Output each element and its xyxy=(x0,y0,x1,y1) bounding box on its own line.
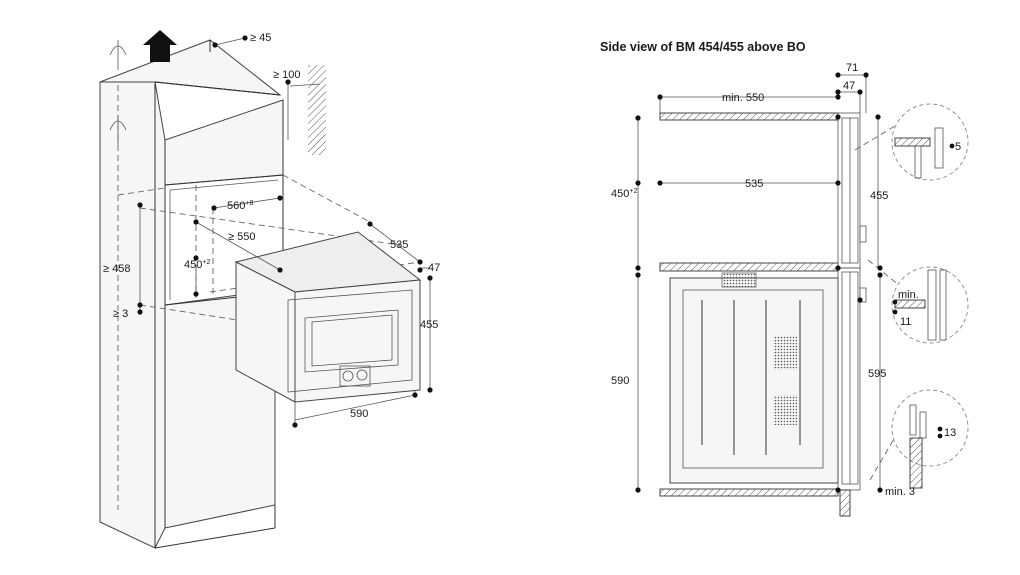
left-dimension-lines xyxy=(139,37,431,425)
dim-top-appliance-height: 455 xyxy=(870,190,888,202)
detail-callouts xyxy=(891,103,969,489)
top-shelf xyxy=(659,112,839,121)
dim-top-clearance: ≥ 45 xyxy=(250,32,271,44)
dim-bottom-appliance-height: 590 xyxy=(611,375,629,387)
lower-appliance xyxy=(669,267,867,517)
dim-front-panel: 47 xyxy=(843,80,855,92)
right-side-view-diagram: Side view of BM 454/455 above BO xyxy=(600,40,969,517)
dim-appliance-height: 455 xyxy=(420,319,438,331)
middle-shelf xyxy=(659,262,839,272)
dim-inner-depth: 535 xyxy=(745,178,763,190)
dim-front-total: 71 xyxy=(846,62,858,74)
dim-appliance-depth: 535 xyxy=(390,239,408,251)
appliance-box xyxy=(234,231,422,403)
dim-niche-width: 560+8 xyxy=(227,200,253,212)
dim-niche-depth: ≥ 550 xyxy=(228,231,255,243)
dim-wall-clearance: ≥ 100 xyxy=(273,69,300,81)
dim-detail-bottom: 13 xyxy=(944,427,956,439)
dim-front-depth: 47 xyxy=(428,262,440,274)
dim-front-height: 595 xyxy=(868,368,886,380)
dim-niche-height: 450+2 xyxy=(184,259,210,271)
break-symbol-icon xyxy=(109,115,127,145)
break-symbol-icon xyxy=(109,40,127,70)
left-isometric-diagram: ≥ 45 ≥ 100 560+8 ≥ 550 450+2 ≥ 458 ≥ 3 5… xyxy=(99,30,440,549)
wall-hatch xyxy=(308,65,326,155)
dim-detail-mid-value: 11 xyxy=(900,316,911,328)
upper-appliance xyxy=(837,112,867,269)
bottom-shelf xyxy=(659,488,839,497)
dim-min-depth: min. 550 xyxy=(722,92,764,104)
vent-grille xyxy=(721,272,757,288)
dim-niche-height-right: 450+2 xyxy=(611,188,637,200)
dim-cabinet-height: ≥ 458 xyxy=(103,263,130,275)
dim-appliance-width: 590 xyxy=(350,408,368,420)
dim-detail-mid-label: min. xyxy=(898,289,919,301)
dim-bottom-gap: min. 3 xyxy=(885,486,915,498)
air-flow-arrow-icon xyxy=(143,30,177,62)
dim-base-gap: ≥ 3 xyxy=(113,308,128,320)
right-dimension-lines xyxy=(637,74,906,490)
dimension-dots xyxy=(137,35,433,428)
right-dimension-dots xyxy=(635,72,955,493)
diagram-title: Side view of BM 454/455 above BO xyxy=(600,40,806,54)
dim-detail-top: 5 xyxy=(955,141,961,153)
